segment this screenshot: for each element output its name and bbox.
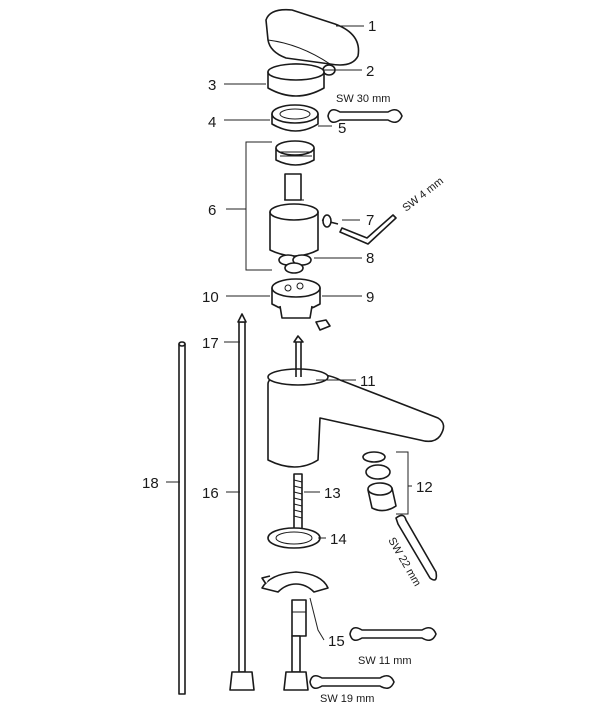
supply-hose-part — [229, 313, 255, 691]
label-sw4: SW 4 mm — [400, 175, 445, 214]
spanner-sw30-tool — [327, 108, 403, 124]
callout-labels: 1 2 3 4 5 6 7 8 9 10 11 12 13 14 15 16 1… — [142, 18, 433, 650]
callout-5: 5 — [338, 120, 346, 137]
cartridge-part — [269, 140, 319, 257]
base-flange-part — [271, 278, 331, 331]
cap-ring-part — [267, 63, 325, 97]
callout-4: 4 — [208, 114, 216, 131]
callout-7: 7 — [366, 212, 374, 229]
callout-2: 2 — [366, 63, 374, 80]
callout-9: 9 — [366, 289, 374, 306]
callout-13: 13 — [324, 485, 341, 502]
callout-3: 3 — [208, 77, 216, 94]
callout-17: 17 — [202, 335, 219, 352]
callout-18: 18 — [142, 475, 159, 492]
callout-1: 1 — [368, 18, 376, 35]
lever-handle-part — [265, 8, 360, 66]
label-sw11: SW 11 mm — [358, 655, 412, 667]
pull-rod-part — [178, 341, 186, 695]
supply-hose-end-part — [283, 635, 309, 691]
spanner-sw19-tool — [309, 674, 395, 690]
o-rings-part — [278, 254, 312, 274]
callout-15: 15 — [328, 633, 345, 650]
tap-body-part — [267, 335, 445, 468]
label-sw19: SW 19 mm — [320, 693, 374, 705]
gasket-ring-part — [267, 527, 321, 549]
fixing-screw-part — [321, 214, 339, 228]
aerator-part — [362, 451, 397, 512]
callout-16: 16 — [202, 485, 219, 502]
callout-10: 10 — [202, 289, 219, 306]
leader-lines — [166, 25, 412, 641]
spanner-sw11-tool — [349, 626, 437, 642]
callout-8: 8 — [366, 250, 374, 267]
callout-14: 14 — [330, 531, 347, 548]
callout-12: 12 — [416, 479, 433, 496]
callout-11: 11 — [360, 373, 376, 390]
horseshoe-washer-part — [261, 571, 329, 637]
label-sw30: SW 30 mm — [336, 93, 390, 105]
hex-key-tool — [339, 214, 397, 245]
callout-6: 6 — [208, 202, 216, 219]
cartridge-nut-part — [271, 104, 319, 132]
spanner-sw22-tool — [395, 514, 438, 581]
